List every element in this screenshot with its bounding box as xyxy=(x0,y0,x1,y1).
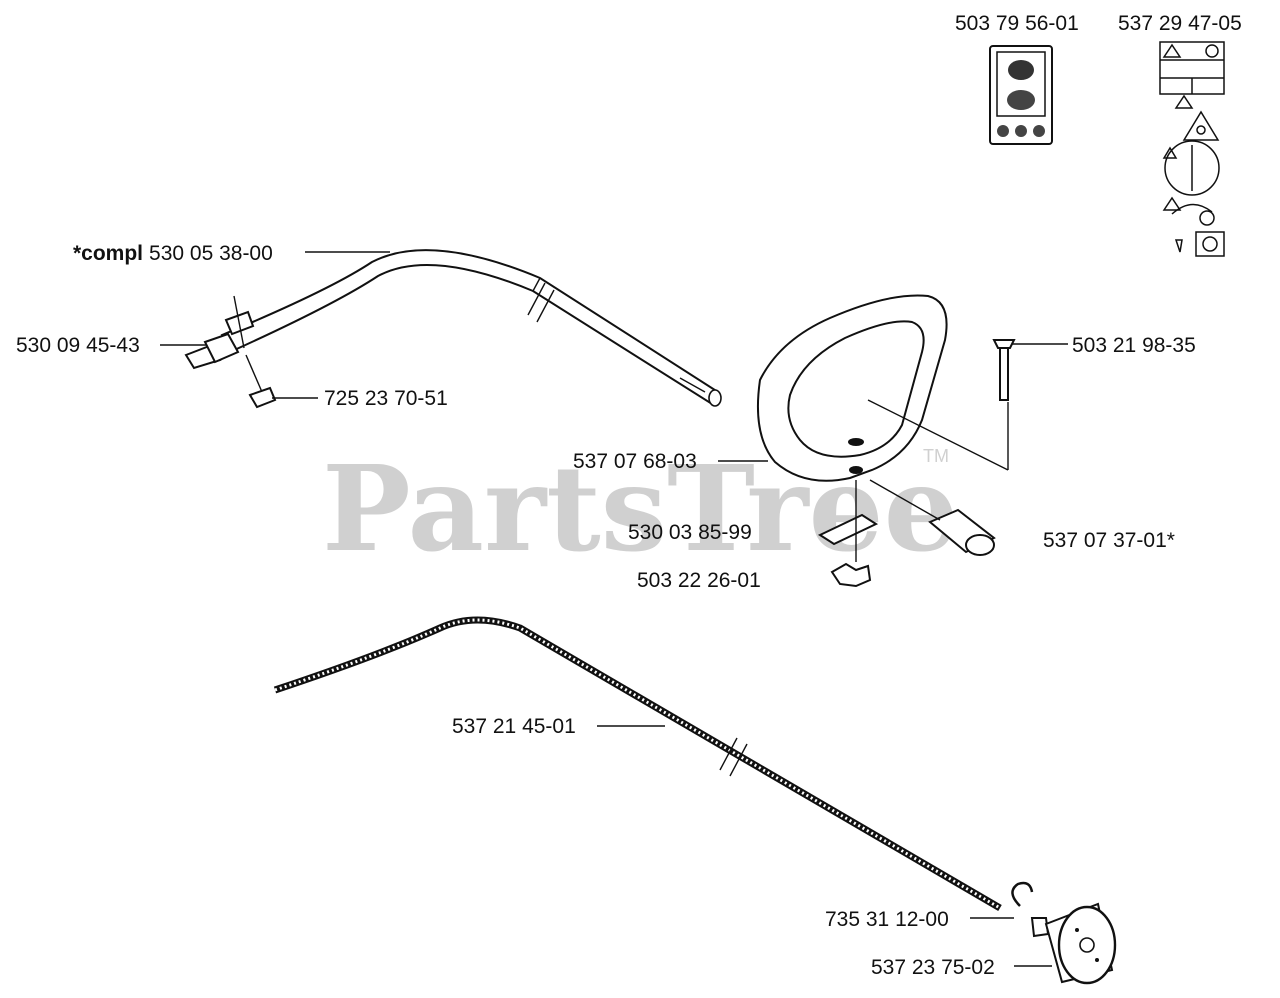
sleeve-part xyxy=(869,479,996,556)
screw-part xyxy=(245,354,277,409)
label-shaft-tube: *compl 530 05 38-00 xyxy=(73,242,273,265)
circlip-part xyxy=(1011,881,1034,907)
decal-1-icon xyxy=(989,45,1053,145)
coupling-part xyxy=(184,295,255,370)
decal-2-icon xyxy=(1159,41,1225,257)
label-clutch-drum: 537 23 75-02 xyxy=(871,956,995,979)
label-decal-1: 503 79 56-01 xyxy=(955,12,1079,35)
watermark-trademark: TM xyxy=(923,446,949,466)
label-screw-small: 725 23 70-51 xyxy=(324,387,448,410)
shaft-tube xyxy=(220,249,722,407)
label-handle: 537 07 68-03 xyxy=(573,450,697,473)
label-sleeve: 537 07 37-01* xyxy=(1043,529,1175,552)
label-clamp: 530 03 85-99 xyxy=(628,521,752,544)
drive-shaft-part xyxy=(273,616,1002,912)
bolt-part xyxy=(867,339,1016,471)
label-decal-2: 537 29 47-05 xyxy=(1118,12,1242,35)
label-wing-nut: 503 22 26-01 xyxy=(637,569,761,592)
label-coupling: 530 09 45-43 xyxy=(16,334,140,357)
label-drive-shaft: 537 21 45-01 xyxy=(452,715,576,738)
wing-nut-part xyxy=(830,562,872,588)
label-shaft-tube-number: 530 05 38-00 xyxy=(149,242,273,265)
handle-part xyxy=(756,294,948,482)
label-circlip: 735 31 12-00 xyxy=(825,908,949,931)
label-bolt: 503 21 98-35 xyxy=(1072,334,1196,357)
clamp-part xyxy=(817,480,879,562)
clutch-drum-part xyxy=(1030,902,1117,985)
label-shaft-tube-prefix: *compl xyxy=(73,242,143,265)
